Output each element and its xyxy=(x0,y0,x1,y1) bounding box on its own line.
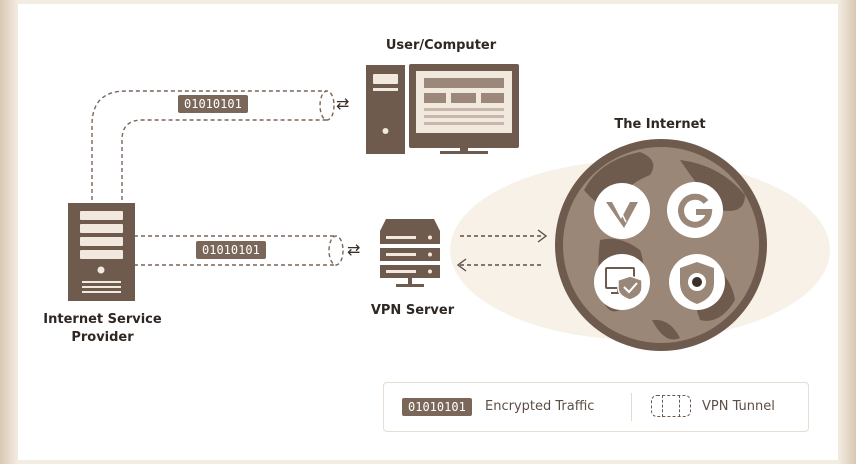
legend-encrypted-label: Encrypted Traffic xyxy=(485,399,595,414)
vpn-internet-arrows xyxy=(460,235,544,266)
encrypted-traffic-badge-middle: 01010101 xyxy=(196,241,266,259)
arrow-right-head xyxy=(537,229,548,243)
left-edge-shadow xyxy=(0,0,18,464)
globe-icon xyxy=(555,139,767,351)
google-g-icon xyxy=(667,182,723,238)
user-computer-label: User/Computer xyxy=(385,38,497,53)
vpn-server-icon xyxy=(380,219,440,287)
legend-tunnel-label: VPN Tunnel xyxy=(702,399,775,414)
isp-label-line1: Internet Service xyxy=(43,312,162,327)
legend: 01010101 Encrypted Traffic VPN Tunnel xyxy=(383,382,809,432)
desktop-computer-icon xyxy=(366,64,519,154)
isp-label-line2: Provider xyxy=(71,330,134,345)
legend-divider xyxy=(631,393,632,421)
vivaldi-logo-icon xyxy=(594,183,650,239)
internet-label: The Internet xyxy=(614,117,706,132)
isp-label: Internet Service Provider xyxy=(30,311,175,347)
legend-traffic-badge: 01010101 xyxy=(402,398,472,416)
top-vpn-tunnel xyxy=(91,90,335,200)
middle-vpn-tunnel xyxy=(134,235,344,266)
vpn-server-label: VPN Server xyxy=(370,303,455,318)
bidirectional-arrows-icon: ⇄ xyxy=(347,240,361,259)
bidirectional-arrows-icon: ⇄ xyxy=(336,94,350,113)
vpn-tunnel-icon xyxy=(651,395,691,417)
monitor-shield-icon xyxy=(594,254,650,310)
server-tower-icon xyxy=(68,203,135,301)
arrow-left-head xyxy=(456,258,467,272)
security-camera-icon xyxy=(669,254,725,310)
encrypted-traffic-badge-top: 01010101 xyxy=(178,95,248,113)
